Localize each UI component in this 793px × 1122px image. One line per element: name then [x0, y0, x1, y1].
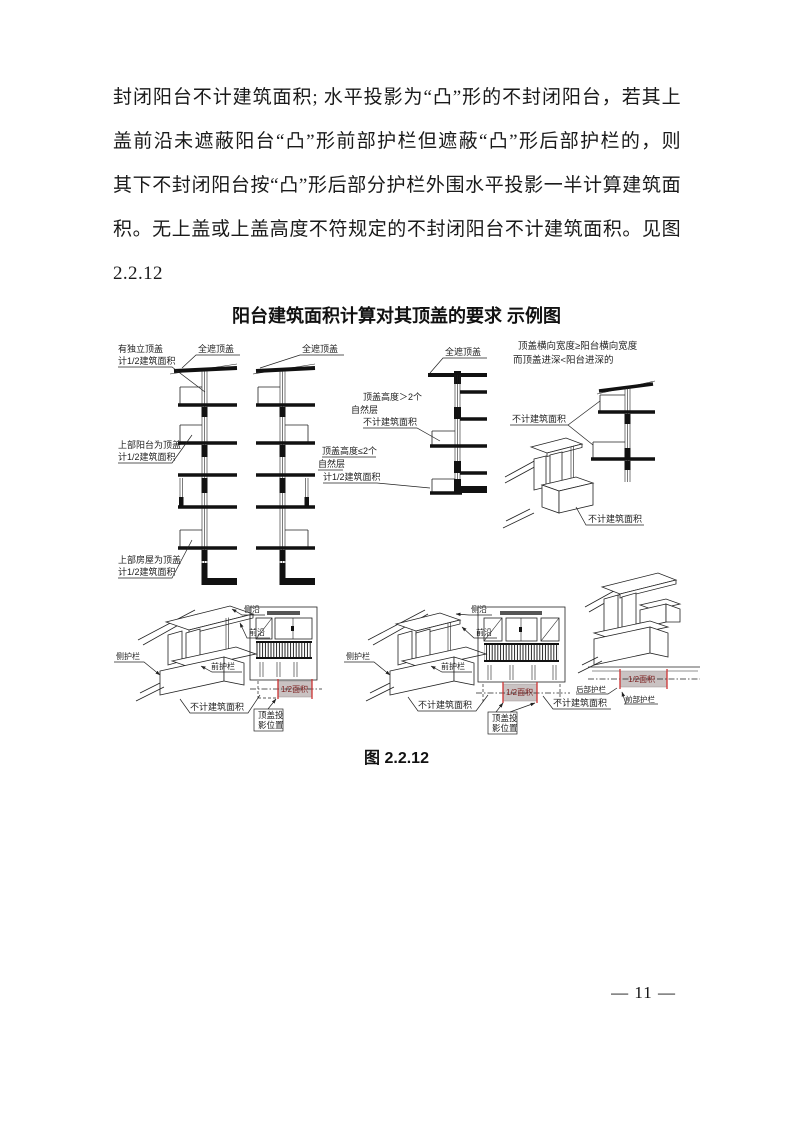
- side-rail-label: 侧护栏: [346, 651, 370, 661]
- half-area-note-label: 计1/2建筑面积: [323, 471, 381, 482]
- upper-house-cover-label: 上部房屋为顶盖: [118, 554, 181, 565]
- rear-rail-label: 后部护栏: [576, 684, 606, 694]
- no-area-label: 不计建筑面积: [363, 416, 417, 427]
- cover-projection-label: 影位置: [492, 723, 518, 733]
- no-area-label: 不计建筑面积: [190, 701, 244, 712]
- half-area-label: 1/2面积: [628, 674, 655, 684]
- full-cover-label: 全遮顶盖: [445, 346, 481, 357]
- half-area-label: 1/2面积: [506, 687, 533, 697]
- page-number: — 11 —: [611, 983, 676, 1002]
- front-rail-label: 前护栏: [441, 661, 465, 671]
- side-edge-label: 侧沿: [244, 604, 260, 614]
- half-area-note-label: 计1/2建筑面积: [118, 566, 176, 577]
- figure-title: 阳台建筑面积计算对其顶盖的要求 示例图: [232, 306, 561, 326]
- section-column-c: [428, 371, 487, 495]
- paragraph-line: 封闭阳台不计建筑面积; 水平投影为“凸”形的不封闭阳台，若其上: [113, 87, 681, 108]
- figure-diagram: 1/2面积 顶盖投 影位置: [110, 335, 702, 745]
- paragraph-line: 积。无上盖或上盖高度不符规定的不封闭阳台不计建筑面积。见图: [113, 219, 681, 240]
- no-area-label: 不计建筑面积: [588, 513, 642, 524]
- isometric-balcony-top-right: [502, 437, 595, 529]
- half-area-note-label: 计1/2建筑面积: [118, 451, 176, 462]
- cover-gt2-label: 顶盖高度＞2个: [363, 391, 422, 402]
- upper-balcony-cover-label: 上部阳台为顶盖: [118, 439, 181, 450]
- isometric-balcony-bottom-2: [365, 609, 488, 702]
- full-cover-label: 全遮顶盖: [198, 343, 234, 354]
- cover-le2-label: 顶盖高度≤2个: [322, 445, 377, 456]
- cover-projection-label: 顶盖投: [492, 713, 518, 723]
- cover-width-note-line1: 顶盖横向宽度≥阳台横向宽度: [518, 340, 638, 352]
- full-cover-label: 全遮顶盖: [302, 343, 338, 354]
- figure-caption: 图 2.2.12: [364, 750, 429, 767]
- natural-floor-label: 自然层: [318, 458, 345, 469]
- elevation-bottom-1: 1/2面积 顶盖投 影位置: [249, 606, 322, 732]
- no-area-label: 不计建筑面积: [553, 697, 607, 708]
- body-paragraph: 封闭阳台不计建筑面积; 水平投影为“凸”形的不封闭阳台，若其上 盖前沿未遮蔽阳台…: [113, 76, 681, 296]
- front-edge-label: 前沿: [476, 627, 492, 637]
- elevation-bottom-2: 1/2面积 顶盖投 影位置: [476, 606, 570, 735]
- paragraph-line: 其下不封闭阳台按“凸”形后部分护栏外围水平投影一半计算建筑面: [113, 175, 681, 196]
- section-column-a: [169, 363, 238, 585]
- paragraph-line: 盖前沿未遮蔽阳台“凸”形前部护栏但遮蔽“凸”形后部护栏的，则: [113, 131, 681, 152]
- paragraph-line: 2.2.12: [113, 263, 163, 284]
- balcony-diagram-svg: 1/2面积 顶盖投 影位置: [114, 340, 702, 735]
- cover-width-note-line2: 而顶盖进深<阳台进深的: [513, 354, 614, 366]
- cover-projection-label: 顶盖投: [258, 710, 284, 720]
- natural-floor-label: 自然层: [351, 404, 378, 415]
- independent-cover-label: 有独立顶盖: [118, 343, 163, 354]
- half-area-label: 1/2面积: [281, 684, 308, 694]
- diagram-labels: 有独立顶盖 计1/2建筑面积 全遮顶盖 全遮顶盖 全遮顶盖 顶盖横向宽度≥阳台横…: [118, 340, 644, 579]
- side-rail-label: 侧护栏: [116, 651, 140, 661]
- front-rail-label: 前护栏: [211, 661, 235, 671]
- no-area-label: 不计建筑面积: [418, 699, 472, 710]
- diagram-labels-bottom: 侧沿 前沿 侧护栏 前护栏 不计建筑面积 侧沿 前沿 侧护栏 前护栏 不计建筑面…: [114, 604, 611, 714]
- isometric-balcony-bottom-3: 1/2面积 后部护栏 前部护栏: [576, 572, 702, 705]
- side-edge-label: 侧沿: [471, 604, 487, 614]
- no-area-label: 不计建筑面积: [512, 413, 566, 424]
- front-part-rail-label: 前部护栏: [625, 694, 655, 704]
- half-area-note-label: 计1/2建筑面积: [118, 355, 176, 366]
- cover-projection-label: 影位置: [258, 720, 284, 730]
- section-column-b: [252, 363, 316, 585]
- section-column-d: [591, 380, 656, 482]
- front-edge-label: 前沿: [249, 627, 265, 637]
- isometric-balcony-bottom-1: [135, 605, 258, 702]
